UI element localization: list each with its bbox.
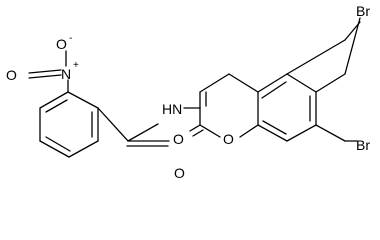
bond <box>228 73 259 93</box>
bond <box>67 91 99 109</box>
bond <box>127 123 159 142</box>
bond <box>189 124 201 132</box>
bonds <box>28 17 361 158</box>
bond <box>45 136 71 152</box>
nitro-oxygen-label: O <box>6 67 17 83</box>
bond <box>28 74 62 79</box>
bond <box>97 107 129 142</box>
bond <box>261 81 287 99</box>
bond <box>199 73 230 93</box>
bond <box>192 129 204 137</box>
bond <box>28 69 62 74</box>
bromine-top-label: Br <box>356 3 370 19</box>
nitro-oxygen-minus-charge: - <box>69 33 72 44</box>
bond <box>257 124 288 142</box>
bond <box>39 91 69 109</box>
molecule-diagram: O - N + O HN O O O Br Br <box>6 3 370 181</box>
bond <box>315 73 346 93</box>
bromine-bottom-label: Br <box>356 137 370 153</box>
bond <box>286 73 317 93</box>
bond <box>286 124 317 142</box>
nitro-nitrogen-charge: + <box>73 60 79 71</box>
bond <box>68 140 99 158</box>
bond <box>286 39 346 75</box>
bond <box>39 140 70 158</box>
nitro-nitrogen-label: N <box>61 66 71 82</box>
lactone-carbonyl-oxygen-label: O <box>173 131 184 147</box>
bond <box>344 21 361 41</box>
bond <box>344 17 361 75</box>
amide-nh-label: HN <box>162 101 182 117</box>
nitro-oxygen-minus-label: O <box>56 36 67 52</box>
bond <box>257 73 288 93</box>
bond <box>45 99 68 113</box>
bond <box>199 124 221 138</box>
atom-labels: O - N + O HN O O O Br Br <box>6 3 370 181</box>
bond <box>315 124 346 142</box>
bond <box>262 120 287 135</box>
bond <box>239 124 259 138</box>
ring-oxygen-label: O <box>223 131 234 147</box>
amide-oxygen-label: O <box>174 165 185 181</box>
